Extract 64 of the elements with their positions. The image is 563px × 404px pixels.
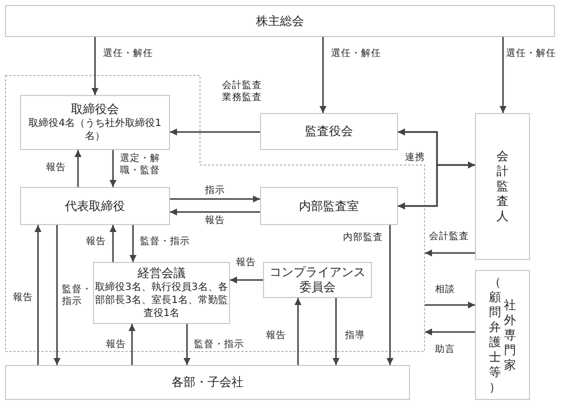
arrow bbox=[425, 328, 475, 336]
arrow bbox=[500, 37, 506, 113]
arrow bbox=[128, 324, 136, 365]
arrow bbox=[110, 150, 116, 187]
process-box bbox=[260, 187, 398, 225]
edge-label: 報告 bbox=[86, 236, 106, 248]
process-box bbox=[263, 262, 372, 298]
arrow bbox=[230, 276, 263, 284]
edge-label: 選任・解任 bbox=[103, 48, 153, 60]
arrow bbox=[92, 37, 98, 95]
box-title: 株主総会 bbox=[256, 14, 304, 28]
process-box bbox=[260, 113, 398, 150]
box-text: 社外専門家 bbox=[504, 298, 516, 372]
arrow bbox=[74, 150, 82, 187]
process-box bbox=[475, 270, 530, 400]
edge-label: 報告 bbox=[205, 215, 225, 227]
box-title: 代表取締役 bbox=[65, 198, 125, 214]
edge-label: 選任・解任 bbox=[331, 48, 381, 60]
box-title: （顧問弁護士等） bbox=[488, 275, 502, 395]
edge-label: 指導 bbox=[345, 330, 365, 342]
arrow bbox=[34, 225, 42, 365]
arrow bbox=[398, 128, 438, 210]
process-box bbox=[5, 5, 555, 37]
arrow bbox=[170, 128, 260, 136]
box-text: 取締役4名（うち社外取締役1名） bbox=[28, 117, 162, 143]
edge-label: 内部監査 bbox=[343, 232, 383, 244]
edge-label: 報告 bbox=[106, 339, 126, 351]
box-title: 会計監査人 bbox=[496, 149, 509, 224]
process-box bbox=[20, 187, 170, 225]
box-title: 内部監査室 bbox=[299, 198, 359, 214]
process-box bbox=[475, 113, 530, 260]
edge-label: 会計監査 bbox=[429, 231, 469, 243]
edge-label: 監督・指示 bbox=[194, 339, 244, 351]
edge-label: 指示 bbox=[205, 185, 225, 197]
edge-label: 報告 bbox=[266, 330, 286, 342]
box-title: 各部・子会社 bbox=[172, 375, 244, 390]
box-title: 取締役会 bbox=[71, 102, 119, 117]
box-title: コンプライアンス委員会 bbox=[268, 265, 366, 295]
arrow bbox=[386, 225, 394, 365]
process-box bbox=[20, 95, 170, 150]
box-text: 取締役3名、執行役員3名、各部部長3名、室長1名、常勤監査役1名 bbox=[94, 281, 229, 320]
arrow bbox=[332, 298, 340, 365]
arrow bbox=[294, 298, 302, 365]
arrow bbox=[170, 208, 260, 216]
process-box bbox=[93, 262, 230, 324]
edge-label: 選任・解任 bbox=[506, 48, 556, 60]
box-title: 経営会議 bbox=[138, 266, 186, 281]
arrow bbox=[130, 225, 136, 262]
edge-label: 報告 bbox=[13, 292, 33, 304]
arrow bbox=[170, 196, 260, 202]
edge-label: 報告 bbox=[46, 162, 66, 174]
process-box bbox=[5, 365, 410, 400]
edge-label: 相談 bbox=[435, 284, 455, 296]
edge-label: 報告 bbox=[236, 257, 256, 269]
arrow bbox=[184, 324, 190, 365]
arrow bbox=[425, 302, 475, 308]
arrow bbox=[425, 250, 475, 256]
edge-label: 助言 bbox=[435, 344, 455, 356]
arrow bbox=[320, 37, 326, 113]
arrow bbox=[110, 225, 116, 262]
box-title: 監査役会 bbox=[305, 124, 353, 139]
edge-label: 連携 bbox=[405, 152, 425, 164]
edge-label: 監督・指示 bbox=[140, 236, 190, 248]
arrow bbox=[54, 225, 60, 365]
